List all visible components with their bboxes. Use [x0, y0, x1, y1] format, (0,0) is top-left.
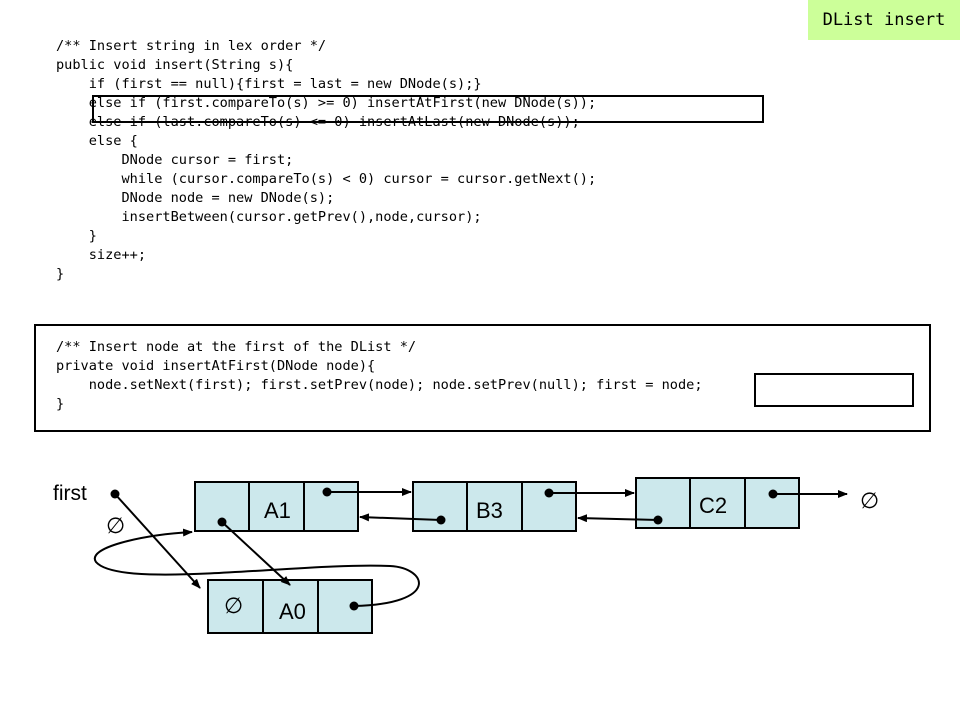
- node-a0-prev-null-symbol: ∅: [224, 594, 243, 619]
- code-line: node.setNext(first); first.setPrev(node)…: [56, 377, 703, 393]
- code-line: private void insertAtFirst(DNode node){: [56, 358, 376, 374]
- code-line: public void insert(String s){: [56, 57, 294, 73]
- a0-to-a1-arrow: [93, 528, 420, 607]
- first-prev-null-symbol: ∅: [106, 514, 125, 539]
- highlight-first-equals-node: [754, 373, 914, 407]
- node-b3-label: B3: [476, 498, 503, 523]
- code-line: /** Insert string in lex order */: [56, 38, 327, 54]
- code-line: while (cursor.compareTo(s) < 0) cursor =…: [56, 171, 597, 187]
- code-line: DNode node = new DNode(s);: [56, 190, 335, 206]
- code-line: DNode cursor = first;: [56, 152, 294, 168]
- code-line: if (first == null){first = last = new DN…: [56, 76, 482, 92]
- a1-to-a0-arrow: [221, 521, 291, 586]
- tail-null-symbol: ∅: [860, 489, 879, 514]
- node-a0-box: [207, 579, 373, 634]
- insert-at-first-panel: [34, 324, 931, 432]
- node-c2: C2: [635, 477, 800, 529]
- node-c2-label: C2: [699, 493, 727, 518]
- insert-at-first-code: /** Insert node at the first of the DLis…: [56, 338, 703, 414]
- node-a1-label: A1: [264, 498, 291, 523]
- code-line: }: [56, 266, 65, 282]
- slide-title-badge: DList insert: [808, 0, 960, 40]
- c2-to-b3-arrow: [577, 514, 659, 523]
- node-a0: ∅ A0: [207, 579, 373, 634]
- first-label: first: [53, 482, 87, 505]
- code-line: insertBetween(cursor.getPrev(),node,curs…: [56, 209, 482, 225]
- code-line: else if (first.compareTo(s) >= 0) insert…: [56, 95, 597, 111]
- code-line: }: [56, 396, 65, 412]
- first-to-a0-arrow: [114, 493, 201, 589]
- node-c2-box: [635, 477, 800, 529]
- code-line: /** Insert node at the first of the DLis…: [56, 339, 417, 355]
- code-line: }: [56, 228, 97, 244]
- highlight-else-if-line: [92, 95, 764, 123]
- code-line: size++;: [56, 247, 147, 263]
- code-line: else {: [56, 133, 138, 149]
- b3-to-a1-arrow: [359, 513, 442, 522]
- node-a0-label: A0: [279, 599, 306, 624]
